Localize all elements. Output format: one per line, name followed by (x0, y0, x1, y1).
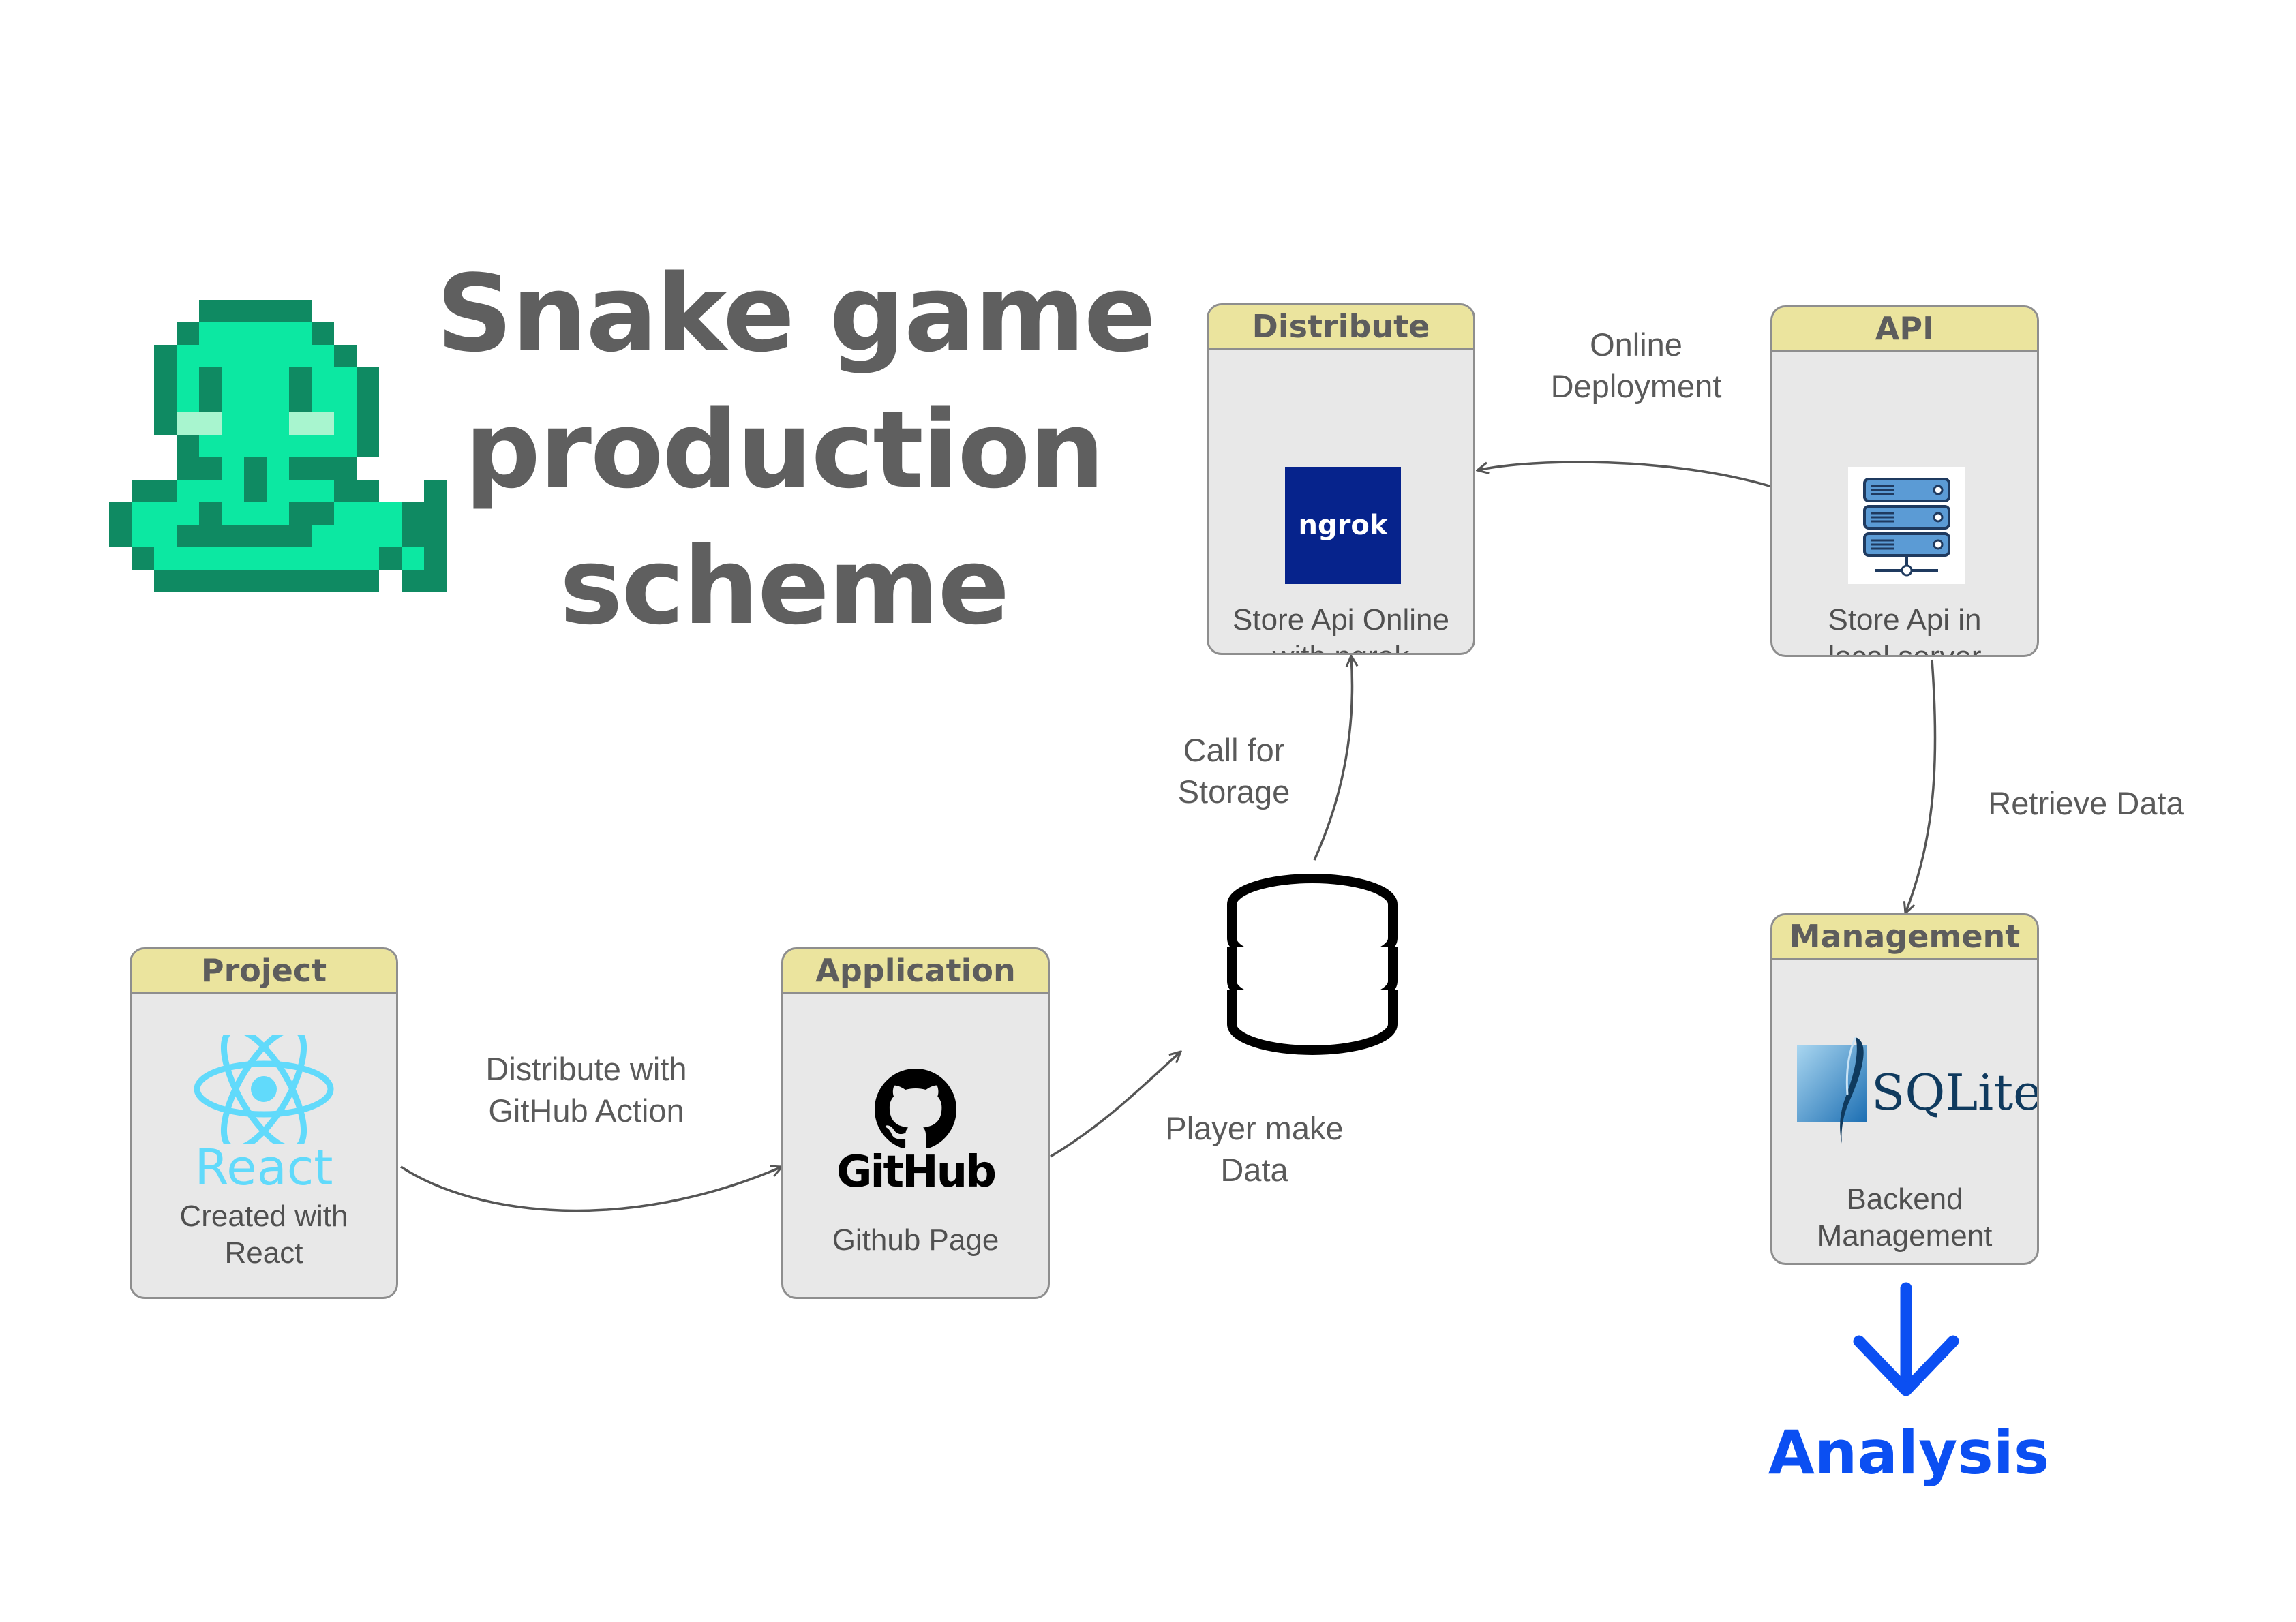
project-card-header: Project (132, 949, 396, 994)
edge-api-to-distribute (1477, 461, 1772, 488)
edge-project-to-application (400, 1167, 782, 1212)
edge-label-line: Data (1220, 1152, 1288, 1188)
github-wordmark: GitHub (836, 1147, 997, 1197)
distribute-caption-2: with ngrok (1209, 639, 1473, 653)
edge-label-retrieve-data: Retrieve Data (1963, 782, 2209, 824)
edge-database-to-distribute (1313, 656, 1352, 861)
arrow-down-icon (1853, 1282, 1959, 1396)
project-caption-2: React (224, 1236, 303, 1270)
edge-label-line: Distribute with (485, 1051, 687, 1087)
edge-label-call-for-storage: Call for Storage (1132, 729, 1336, 812)
api-caption-2: local server (1828, 640, 1982, 657)
title-line-1: Snake game (436, 251, 1156, 376)
management-card-header: Management (1772, 915, 2037, 960)
edge-label-distribute-with-github-action: Distribute with GitHub Action (450, 1048, 723, 1131)
ngrok-wordmark: ngrok (1298, 510, 1388, 541)
github-icon (875, 1069, 956, 1149)
management-caption-2: Management (1817, 1219, 1993, 1253)
application-caption: Github Page (832, 1223, 999, 1257)
edge-label-line: Call for (1183, 732, 1285, 768)
server-icon (1848, 467, 1965, 584)
application-card-header: Application (783, 949, 1048, 994)
edge-label-player-make-data: Player make Data (1118, 1107, 1391, 1191)
api-card-header: API (1772, 307, 2037, 352)
sqlite-wordmark: SQLite (1871, 1064, 2039, 1121)
react-wordmark: React (194, 1139, 333, 1196)
edge-label-line: Retrieve Data (1988, 785, 2184, 821)
edge-label-line: Deployment (1550, 368, 1722, 404)
management-caption-1: Backend (1846, 1182, 1963, 1216)
management-card[interactable]: Management SQLite Backend Management (1770, 913, 2039, 1265)
edge-label-line: Player make (1165, 1110, 1344, 1146)
edge-label-line: Online (1590, 326, 1682, 363)
react-icon (194, 1035, 334, 1144)
distribute-card[interactable]: Distribute ngrok Store Api Online with n… (1207, 303, 1475, 655)
distribute-caption-1: Store Api Online (1233, 603, 1449, 637)
analysis-label: Analysis (1768, 1418, 2050, 1488)
project-card[interactable]: Project React Created with React (130, 947, 398, 1299)
edge-label-line: GitHub Action (488, 1092, 684, 1129)
application-card[interactable]: Application GitHub Github Page (781, 947, 1050, 1299)
title-line-3: scheme (559, 524, 1010, 648)
api-card[interactable]: API Store Api in (1770, 305, 2039, 657)
edge-label-line: Storage (1177, 774, 1290, 810)
page-title: Snake game production scheme (436, 245, 1156, 654)
sqlite-icon (1797, 1037, 1867, 1144)
title-line-2: production (464, 388, 1104, 512)
edge-application-to-database (1050, 1052, 1181, 1158)
edge-label-online-deployment: Online Deployment (1520, 324, 1752, 407)
project-caption-1: Created with (179, 1199, 348, 1233)
api-caption-1: Store Api in (1828, 603, 1982, 637)
edge-api-to-management (1905, 659, 1937, 913)
distribute-card-header: Distribute (1209, 305, 1473, 350)
ngrok-icon: ngrok (1285, 467, 1401, 584)
